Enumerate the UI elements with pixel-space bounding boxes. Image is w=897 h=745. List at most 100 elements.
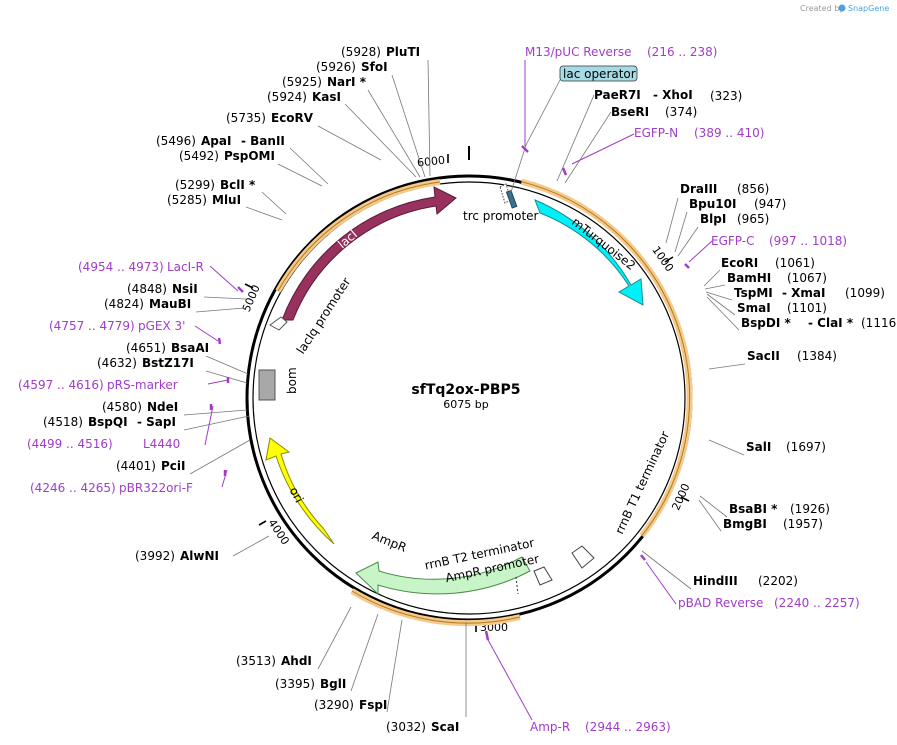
enzyme-position: (1384) [797,349,837,363]
enzyme-leader-line [698,499,722,532]
primer-egfp-c[interactable]: EGFP-C(997 .. 1018) [711,234,847,248]
enzyme-name: NdeI [147,400,178,414]
primer-amp-r[interactable]: Amp-R(2944 .. 2963) [530,720,671,734]
ampr-feature[interactable] [355,556,531,596]
enzyme-bstz17i[interactable]: (4632)BstZ17I [97,356,194,370]
enzyme-ecori[interactable]: EcoRI(1061) [721,256,815,270]
enzyme-fspi[interactable]: (3290)FspI [314,698,387,712]
enzyme-name: PaeR7I [594,88,641,102]
enzyme-apai[interactable]: (5496)ApaI- BanII [156,134,285,148]
enzyme-extra: - ClaI * [808,316,854,330]
enzyme-leader-line [350,613,379,692]
enzyme-extra: - SapI [137,415,176,429]
enzyme-name: HindIII [693,574,738,588]
plasmid-title-block: sfTq2ox-PBP5 6075 bp [411,382,520,411]
laci-feature[interactable] [281,186,457,321]
enzyme-position: (1101) [787,301,827,315]
primer-pbad-reverse[interactable]: pBAD Reverse(2240 .. 2257) [678,596,860,610]
enzyme-leader-line [391,74,426,178]
enzyme-leader-line [289,147,329,185]
enzyme-name: MauBI [149,297,191,311]
enzyme-bpu10i[interactable]: Bpu10I(947) [689,197,786,211]
enzyme-leader-line [705,291,733,301]
enzyme-alwni[interactable]: (3992)AlwNI [135,549,219,563]
enzyme-bspdi[interactable]: BspDI *- ClaI *(1116) [741,316,897,330]
enzyme-position: (5924) [267,90,307,104]
enzyme-leader-line [427,59,431,177]
enzyme-bgli[interactable]: (3395)BglI [275,677,346,691]
primer-name: pRS-marker [107,378,178,392]
enzyme-name: KasI [312,90,341,104]
enzyme-bamhi[interactable]: BamHI(1067) [727,271,827,285]
enzyme-tspmi[interactable]: TspMI- XmaI(1099) [734,286,885,300]
plasmid-name: sfTq2ox-PBP5 [411,382,520,398]
primer-pbr322ori-f[interactable]: (4246 .. 4265)pBR322ori-F [30,481,193,495]
enzyme-pcii[interactable]: (4401)PciI [116,459,186,473]
enzyme-leader-line [564,111,612,184]
enzyme-sfoi[interactable]: (5926) SfoI [316,60,388,74]
enzyme-name: ApaI [201,134,231,148]
primer-laci-r[interactable]: (4954 .. 4973)LacI-R [78,260,204,274]
enzyme-ndei[interactable]: (4580)NdeI [102,400,178,414]
bom-feature[interactable] [258,369,276,401]
enzyme-position: (4848) [127,282,167,296]
primer-m13-puc-reverse[interactable]: M13/pUC Reverse(216 .. 238) [525,45,717,59]
primer-leader-line [204,405,214,446]
enzyme-scai[interactable]: (3032)ScaI [386,720,459,734]
enzyme-name: AlwNI [180,549,219,563]
highlight-arc-ampr-edge [351,590,521,624]
enzyme-nari[interactable]: (5925)NarI * [282,75,367,89]
primer-name: Amp-R [530,720,570,734]
enzyme-sali[interactable]: SalI(1697) [746,440,826,454]
ampr-label: AmpR [370,528,408,554]
enzyme-leader-line [699,495,728,518]
enzyme-mlui[interactable]: (5285)MluI [167,193,241,207]
primer-site-mark [640,554,646,561]
enzyme-ahdi[interactable]: (3513)AhdI [236,654,312,668]
enzyme-leader-line [674,211,688,253]
enzyme-position: (1116) [861,316,897,330]
enzyme-bspqi[interactable]: (4518)BspQI- SapI [43,415,176,429]
ori-feature[interactable] [265,437,335,545]
highlight-arc-right-edge [521,181,691,537]
enzyme-bmgbi[interactable]: BmgBI(1957) [723,517,823,531]
primer-prs-marker[interactable]: (4597 .. 4616)pRS-marker [18,378,178,392]
enzyme-kasi[interactable]: (5924) KasI [267,90,341,104]
enzyme-pspomi[interactable]: (5492)PspOMI [179,149,275,163]
enzyme-name: BspQI [88,415,128,429]
enzyme-nsii[interactable]: (4848)NsiI [127,282,198,296]
enzyme-leader-line [232,535,270,557]
enzyme-position: (5928) [341,45,381,59]
enzyme-name: BmgBI [723,517,767,531]
enzyme-bsabi[interactable]: BsaBI *(1926) [729,502,830,516]
enzyme-leader-line [344,103,417,178]
enzyme-ecorv[interactable]: (5735)EcoRV [226,111,314,125]
enzyme-hindiii[interactable]: HindIII(2202) [693,574,798,588]
primer-egfp-n[interactable]: EGFP-N(389 .. 410) [634,126,764,140]
enzyme-bsaai[interactable]: (4651)BsaAI [126,341,209,355]
enzyme-name: BclI * [220,178,256,192]
enzyme-paer7i[interactable]: PaeR7I- XhoI(323) [594,88,742,103]
enzyme-smai[interactable]: SmaI(1101) [737,301,827,315]
enzyme-position: (5496) [156,134,196,148]
enzyme-name: SfoI [361,60,388,74]
enzyme-blpi[interactable]: BlpI(965) [700,212,769,226]
mturquoise2-feature[interactable] [534,199,644,306]
enzyme-sacii[interactable]: SacII(1384) [747,349,837,363]
enzyme-leader-line [205,370,248,384]
lac-operator-box[interactable] [559,65,638,82]
primer-range: (997 .. 1018) [769,234,847,248]
primer-l4440[interactable]: (4499 .. 4516)L4440 [27,437,180,451]
enzyme-maubi[interactable]: (4824)MauBI [104,297,191,311]
enzyme-position: (5926) [316,60,356,74]
enzyme-bcli[interactable]: (5299)BclI * [175,178,256,192]
enzyme-leader-line [317,606,352,670]
enzyme-name: TspMI [734,286,773,300]
tick-label-1000: 1000 [649,244,676,274]
enzyme-pluti[interactable]: (5928)PluTI [341,45,420,59]
enzyme-bseri[interactable]: BseRI(374) [611,105,697,119]
enzyme-draiii[interactable]: DraIII(856) [680,182,769,196]
rrnb-t2-terminator-arrow [533,566,553,586]
primer-pgex-3[interactable]: (4757 .. 4779)pGEX 3' [49,319,185,333]
enzyme-leader-line [205,355,249,375]
